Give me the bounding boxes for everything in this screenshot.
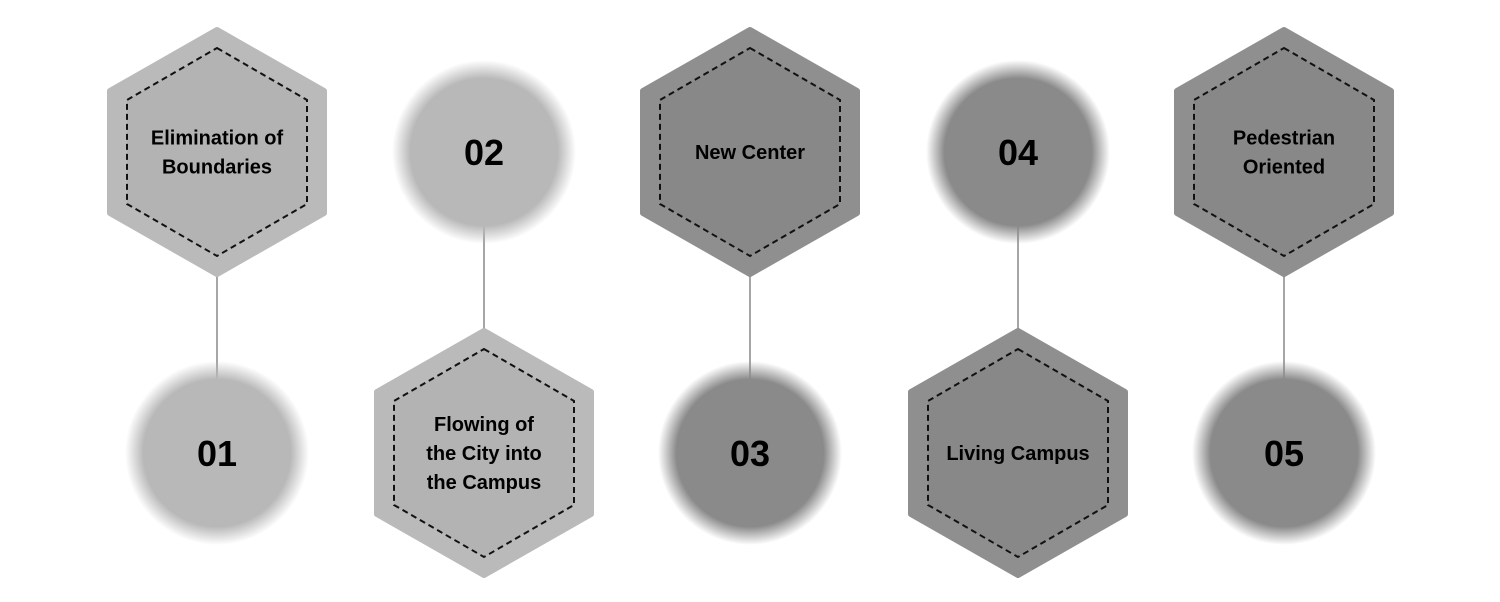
step-label: Flowing of the City into the Campus	[426, 414, 542, 494]
step-circle-02: 02	[392, 60, 576, 244]
step-hexagon-03: New Center	[640, 27, 860, 277]
circle-shape	[125, 361, 309, 545]
step-circle-05: 05	[1192, 361, 1376, 545]
circle-shape	[1192, 361, 1376, 545]
step-label-line: Boundaries	[162, 157, 272, 179]
circles-layer: 01 02 03 04 05	[125, 60, 1376, 545]
circle-shape	[392, 60, 576, 244]
step-hexagon-02: Flowing of the City into the Campus	[374, 328, 594, 578]
step-number: 02	[464, 132, 504, 173]
step-number: 01	[197, 433, 237, 474]
hexagon-dashed-border	[927, 347, 1109, 559]
step-label-line: Oriented	[1243, 157, 1325, 179]
step-label-line: New Center	[695, 142, 805, 164]
step-label: Elimination of Boundaries	[151, 128, 284, 179]
step-circle-03: 03	[658, 361, 842, 545]
step-number: 04	[998, 132, 1038, 173]
step-hexagon-04: Living Campus	[908, 328, 1128, 578]
step-label-line: Flowing of	[434, 414, 534, 436]
hexagon-dashed-border	[126, 46, 308, 258]
step-label-line: Pedestrian	[1233, 128, 1335, 150]
step-label-line: the Campus	[427, 472, 541, 494]
step-label-line: Elimination of	[151, 128, 284, 150]
step-number: 03	[730, 433, 770, 474]
hexagon-dashed-border	[659, 46, 841, 258]
circle-shape	[658, 361, 842, 545]
step-label: Living Campus	[946, 443, 1089, 465]
step-label-line: the City into	[426, 443, 542, 465]
circle-shape	[926, 60, 1110, 244]
hexagon-dashed-border	[393, 347, 575, 559]
step-circle-04: 04	[926, 60, 1110, 244]
step-number: 05	[1264, 433, 1304, 474]
hexagon-dashed-border	[1193, 46, 1375, 258]
step-circle-01: 01	[125, 361, 309, 545]
step-hexagon-01: Elimination of Boundaries	[107, 27, 327, 277]
step-label: New Center	[695, 142, 805, 164]
step-label-line: Living Campus	[946, 443, 1089, 465]
